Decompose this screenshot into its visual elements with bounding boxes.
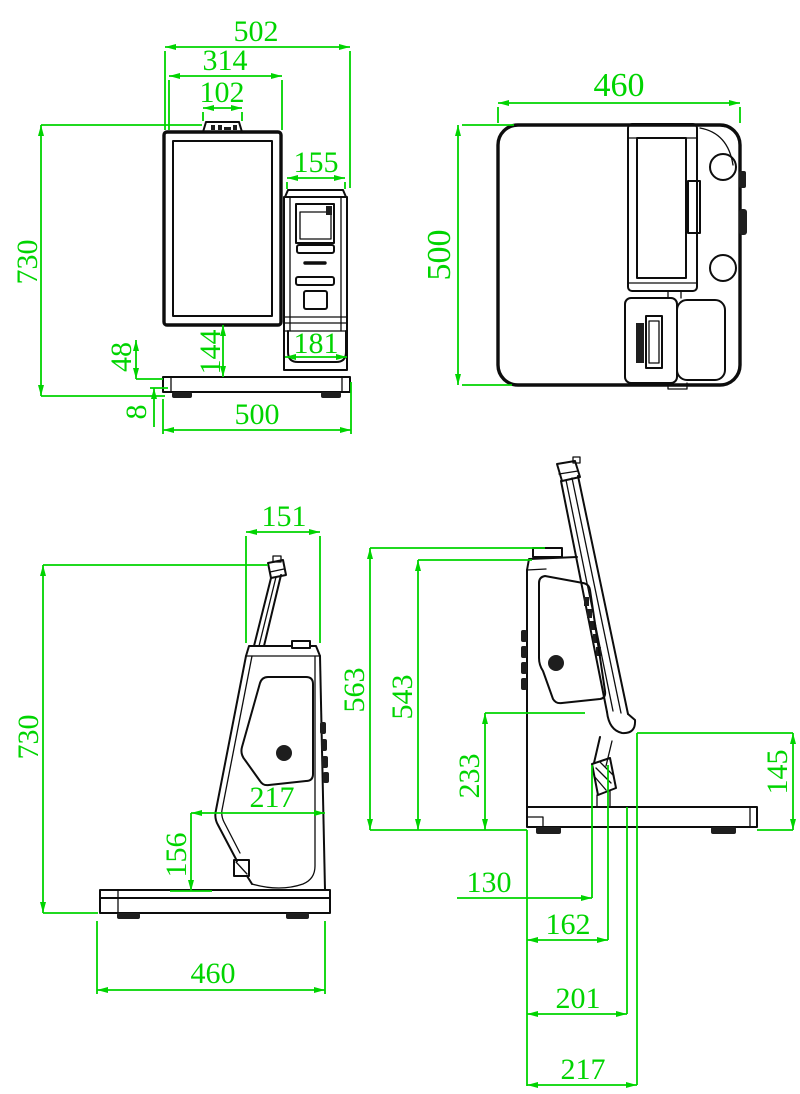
top-view: 460 500 bbox=[421, 67, 747, 390]
left-base bbox=[99, 889, 331, 914]
dim-left-screen-cap-width: 151 bbox=[262, 500, 307, 533]
dim-right-offset-a: 130 bbox=[467, 866, 512, 899]
dim-front-tray-width: 181 bbox=[294, 327, 339, 360]
dim-front-base-height: 48 bbox=[105, 342, 138, 372]
dim-left-overall-height: 730 bbox=[12, 715, 45, 760]
top-screen-inner bbox=[636, 137, 687, 279]
dim-front-overall-width: 502 bbox=[234, 15, 279, 48]
front-tower-cap bbox=[284, 189, 347, 198]
left-hinge-knuckle bbox=[233, 859, 250, 877]
front-monitor-bezel bbox=[162, 130, 283, 327]
right-foot-front bbox=[536, 827, 561, 834]
right-base bbox=[526, 806, 758, 828]
front-camera-lenses bbox=[211, 125, 237, 130]
dim-right-hinge-to-ground: 145 bbox=[761, 750, 794, 795]
left-column-back-edge bbox=[319, 655, 326, 891]
top-hinge-bar bbox=[687, 180, 701, 234]
left-screen-slab bbox=[253, 577, 272, 647]
dim-front-base-width: 500 bbox=[235, 398, 280, 431]
left-screen-head bbox=[267, 559, 287, 579]
dim-right-offset-c: 201 bbox=[556, 982, 601, 1015]
left-cap-tab bbox=[291, 640, 311, 649]
front-paper-slot bbox=[296, 244, 335, 254]
right-screen-head bbox=[556, 460, 581, 482]
right-foot-rear bbox=[711, 827, 736, 834]
front-monitor-screen bbox=[172, 140, 273, 317]
front-base bbox=[162, 376, 351, 393]
front-keypad bbox=[303, 290, 328, 310]
dim-right-column-height: 543 bbox=[386, 675, 419, 720]
right-cap-tab bbox=[532, 547, 563, 558]
dim-left-body-depth: 217 bbox=[250, 781, 295, 814]
front-printer-latch bbox=[326, 206, 332, 215]
front-camera-pod bbox=[202, 121, 243, 133]
top-screen-edge bbox=[627, 123, 698, 292]
top-printer-roller bbox=[636, 323, 644, 363]
dim-right-offset-d: 217 bbox=[561, 1053, 606, 1086]
left-side-panel bbox=[240, 676, 314, 787]
right-edge-nubs bbox=[521, 630, 527, 690]
right-column-cap bbox=[526, 556, 578, 571]
dim-front-display-width: 314 bbox=[203, 44, 248, 77]
top-edge-nub-upper bbox=[739, 171, 746, 188]
dim-front-camera-width: 102 bbox=[200, 76, 245, 109]
left-foot-front bbox=[117, 913, 140, 919]
front-tower-body bbox=[283, 196, 348, 371]
dim-top-width: 460 bbox=[594, 67, 645, 104]
front-receipt-slot bbox=[295, 276, 335, 286]
left-edge-nubs bbox=[320, 722, 329, 783]
dim-front-tower-width: 155 bbox=[294, 146, 339, 179]
right-arm-block bbox=[591, 757, 617, 796]
dim-right-total-height: 563 bbox=[338, 668, 371, 713]
top-printer-module bbox=[624, 297, 678, 384]
right-power-button bbox=[548, 655, 564, 671]
front-view: 502 314 102 730 155 144 48 8 181 500 bbox=[11, 15, 352, 434]
dim-top-depth: 500 bbox=[421, 230, 458, 281]
side-view-left: 151 730 217 156 460 bbox=[12, 500, 331, 994]
side-view-right: 563 543 233 145 130 162 201 217 bbox=[338, 456, 796, 1088]
top-edge-nub-lower bbox=[739, 209, 747, 235]
dim-left-base-depth: 460 bbox=[191, 957, 236, 990]
dim-right-lower-section-height: 233 bbox=[453, 754, 486, 799]
top-hole-lower bbox=[709, 254, 737, 282]
right-side-panel bbox=[538, 575, 607, 705]
front-foot-right bbox=[321, 392, 341, 398]
right-hinge bbox=[606, 711, 637, 735]
dim-front-display-to-base: 144 bbox=[194, 330, 227, 375]
front-foot-left bbox=[172, 392, 192, 398]
left-column-cap bbox=[245, 645, 293, 657]
dim-right-offset-b: 162 bbox=[546, 908, 591, 941]
top-hole-upper bbox=[709, 153, 737, 181]
left-foot-rear bbox=[286, 913, 309, 919]
dim-left-stand-front-height: 156 bbox=[160, 833, 193, 878]
dim-front-foot-height: 8 bbox=[120, 405, 153, 420]
top-body-outline bbox=[496, 123, 742, 387]
top-printer-cover bbox=[676, 299, 726, 381]
dim-front-overall-height: 730 bbox=[11, 240, 44, 285]
front-printer-window bbox=[295, 203, 335, 244]
left-power-button bbox=[276, 745, 292, 761]
right-screen-slab bbox=[560, 480, 608, 713]
left-column-front-edge bbox=[214, 655, 247, 862]
